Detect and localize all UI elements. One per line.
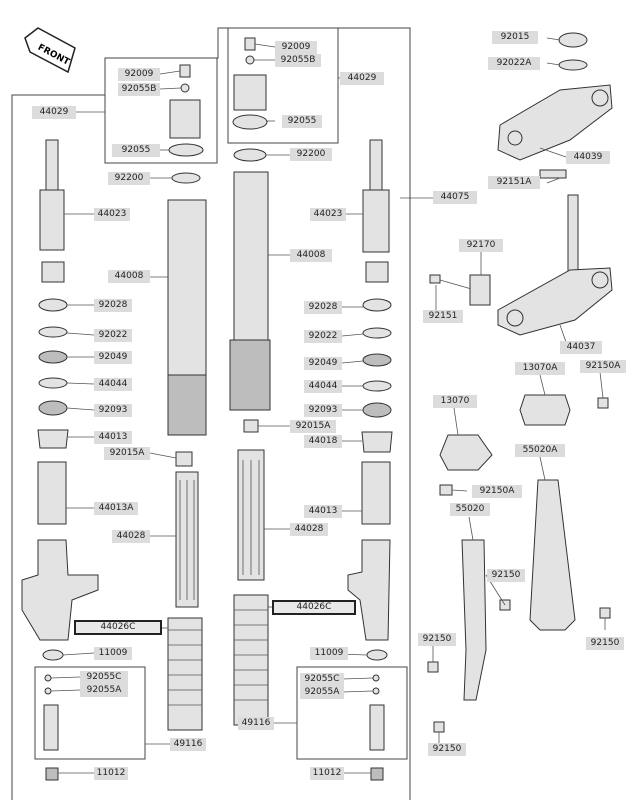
part-label[interactable]: 92150 [586, 637, 624, 650]
part-label[interactable]: 92055A [300, 686, 344, 699]
part-label[interactable]: 44039 [566, 151, 610, 164]
part-label[interactable]: 92055B [118, 83, 160, 96]
part-label[interactable]: 92028 [304, 301, 342, 314]
part-label[interactable]: 92093 [94, 404, 132, 417]
part-label[interactable]: 92049 [304, 357, 342, 370]
part-label[interactable]: 44023 [310, 208, 346, 221]
part-label[interactable]: 92055C [300, 673, 344, 686]
part-label[interactable]: 11009 [310, 647, 348, 660]
part-label[interactable]: 92022 [94, 329, 132, 342]
part-label[interactable]: 44029 [32, 106, 76, 119]
part-label[interactable]: 92170 [459, 239, 503, 252]
right-fork-parts [347, 139, 393, 781]
bottom-left-callout-box [34, 666, 146, 760]
part-label[interactable]: 92049 [94, 351, 132, 364]
main-frame [11, 27, 411, 800]
part-label[interactable]: 92022A [488, 57, 540, 70]
part-label[interactable]: 44028 [290, 523, 328, 536]
part-label[interactable]: 92055C [80, 671, 128, 684]
part-label[interactable]: 49116 [238, 717, 274, 730]
top-left-callout-box [104, 57, 218, 164]
part-label[interactable]: 13070 [433, 395, 477, 408]
top-right-callout-parts [232, 37, 268, 130]
part-label[interactable]: 92150 [418, 633, 456, 646]
top-right-callout-box [227, 27, 339, 144]
steering-parts [427, 32, 613, 733]
part-label[interactable]: 44023 [94, 208, 130, 221]
part-label[interactable]: 44013 [94, 431, 132, 444]
part-label[interactable]: 92022 [304, 330, 342, 343]
part-label[interactable]: 55020A [515, 444, 565, 457]
part-label[interactable]: 92015A [104, 447, 150, 460]
left-fork-parts [21, 139, 99, 781]
part-label[interactable]: 92200 [108, 172, 150, 185]
part-label[interactable]: 92200 [290, 148, 332, 161]
part-label[interactable]: 44013 [304, 505, 342, 518]
part-label-highlighted[interactable]: 44026C [272, 600, 356, 615]
part-label[interactable]: 44037 [560, 341, 602, 354]
part-label[interactable]: 11012 [310, 767, 344, 780]
part-label[interactable]: 49116 [170, 738, 206, 751]
part-label[interactable]: 92093 [304, 404, 342, 417]
part-label[interactable]: 44044 [304, 380, 342, 393]
part-label[interactable]: 92150 [487, 569, 525, 582]
bottom-right-callout-box [296, 666, 408, 760]
part-label[interactable]: 92009 [118, 68, 160, 81]
part-label[interactable]: 44008 [290, 249, 332, 262]
part-label[interactable]: 13070A [515, 362, 565, 375]
part-label[interactable]: 11009 [94, 647, 132, 660]
right-inner-tube [229, 148, 271, 726]
part-label[interactable]: 92015 [492, 31, 538, 44]
part-label[interactable]: 92055 [112, 144, 160, 157]
part-label[interactable]: 44029 [340, 72, 384, 85]
part-label[interactable]: 92150A [580, 360, 626, 373]
part-label[interactable]: 44044 [94, 378, 132, 391]
part-label[interactable]: 92009 [275, 41, 317, 54]
part-label[interactable]: 44075 [433, 191, 477, 204]
part-label[interactable]: 44018 [304, 435, 342, 448]
part-label[interactable]: 92015A [290, 420, 336, 433]
part-label[interactable]: 92151 [423, 310, 463, 323]
part-label[interactable]: 92150A [472, 485, 522, 498]
part-label[interactable]: 55020 [450, 503, 490, 516]
leader-lines [50, 37, 606, 774]
part-label[interactable]: 11012 [94, 767, 128, 780]
part-label[interactable]: 92055A [80, 684, 128, 697]
part-label[interactable]: 44013A [94, 502, 138, 515]
part-label[interactable]: 92055 [282, 115, 322, 128]
front-arrow-icon: FRONT [24, 27, 76, 74]
part-label[interactable]: 92055B [275, 54, 321, 67]
part-label-highlighted[interactable]: 44026C [74, 620, 162, 635]
part-label[interactable]: 92151A [488, 176, 540, 189]
part-label[interactable]: 44008 [108, 270, 150, 283]
left-outer-tube [167, 199, 207, 731]
part-label[interactable]: 44028 [112, 530, 150, 543]
part-label[interactable]: 92150 [428, 743, 466, 756]
part-label[interactable]: 92028 [94, 299, 132, 312]
top-left-callout-parts [168, 64, 204, 184]
